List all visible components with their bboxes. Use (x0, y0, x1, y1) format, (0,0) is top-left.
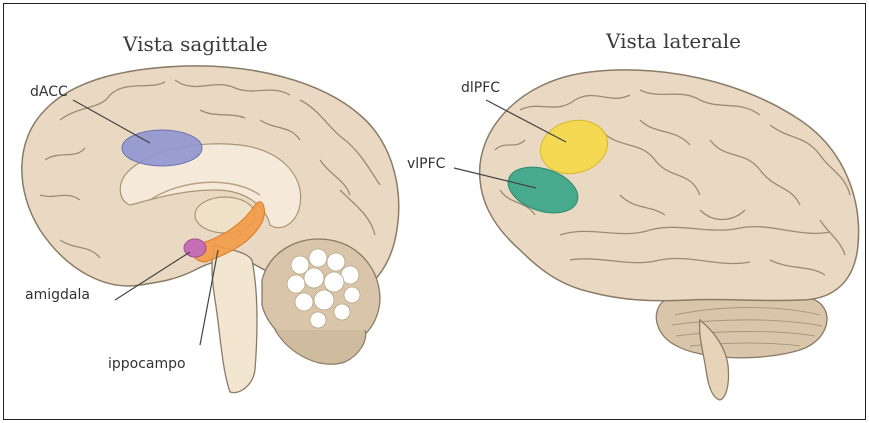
lateral-brain (454, 70, 859, 400)
dacc-region (122, 130, 202, 166)
sagittal-cerebellum-lower (275, 330, 366, 364)
sagittal-view-title: Vista sagittale (123, 32, 268, 56)
vlpfc-label: vlPFC (407, 156, 445, 172)
sagittal-brainstem (212, 245, 257, 393)
hippocampus-label: ippocampo (108, 356, 186, 372)
sagittal-brain (22, 66, 399, 393)
dlpfc-label: dlPFC (461, 80, 500, 96)
amygdala-label: amigdala (25, 287, 90, 303)
lateral-view-title: Vista laterale (606, 29, 741, 53)
dacc-label: dACC (30, 84, 68, 100)
